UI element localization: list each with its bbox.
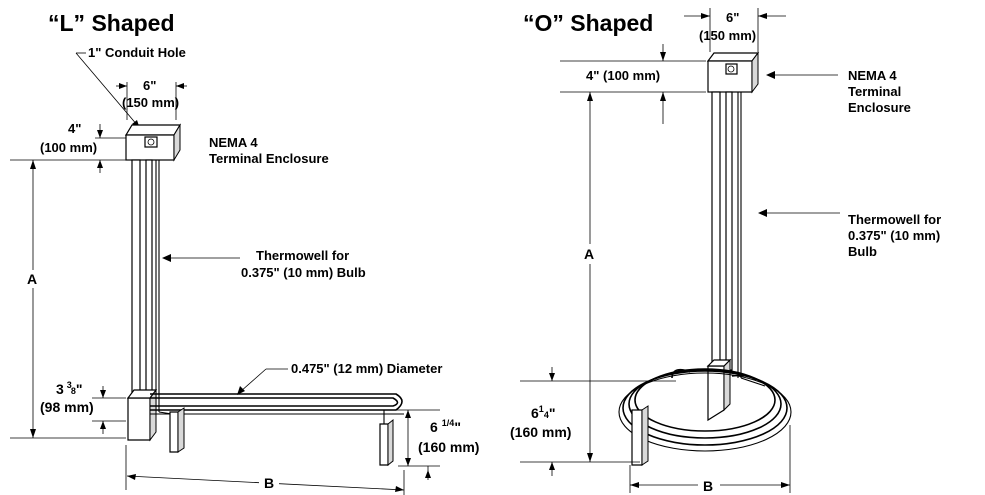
o-dim-a-arrow-top [587, 92, 593, 101]
l-dim-b-arrow-right [395, 486, 404, 492]
o-width-arrow-left [701, 13, 710, 19]
l-base-block [127, 397, 151, 441]
l-foot-front [169, 411, 179, 453]
o-coil-end-loop-right [731, 374, 757, 381]
l-thermowell-arrow [162, 254, 171, 262]
o-coil-arrow-top [549, 373, 555, 381]
o-foot-left-side [641, 405, 649, 466]
o-dim-b-label: B [703, 478, 713, 494]
l-dim-a-label: A [27, 271, 37, 287]
l-conduit-leader-diag [75, 52, 139, 127]
l-diameter-leader [239, 368, 267, 393]
l-base-arrow-top [100, 390, 106, 398]
o-dim-b-gap [698, 476, 720, 494]
o-enclosure-side [751, 51, 759, 94]
l-dim-b-label: B [264, 475, 274, 491]
o-shaped-figure: “O” Shaped 6" (150 mm) 4" (100 mm) NEMA … [510, 8, 941, 494]
o-thermowell-line1: Thermowell for [848, 212, 941, 227]
l-heater-tube-back [145, 159, 153, 393]
l-thermowell-line1: Thermowell for [256, 248, 349, 263]
l-conduit-hole-label: 1" Conduit Hole [88, 45, 186, 60]
o-dim-a-label: A [584, 246, 594, 262]
l-shaped-figure: “L” Shaped 1" Conduit Hole 6" (150 mm) 4… [10, 10, 479, 495]
l-conduit-hole [144, 136, 158, 148]
l-base-height-mm: (98 mm) [40, 399, 94, 415]
l-foot-front-side [177, 407, 185, 453]
o-foot-left [631, 409, 643, 466]
o-enclosure-line3: Enclosure [848, 100, 911, 115]
l-dim-a-gap [24, 270, 42, 288]
o-thermowell-arrow [758, 209, 767, 217]
l-enclosure-line2: Terminal Enclosure [209, 151, 329, 166]
o-thermowell-line3: Bulb [848, 244, 877, 259]
o-enclosure-top [706, 52, 760, 62]
l-dim-a-arrow-top [30, 160, 36, 169]
o-height-label: 4" (100 mm) [586, 68, 660, 83]
o-heater-tube-front [711, 91, 721, 371]
o-coil-height-mm: (160 mm) [510, 424, 571, 440]
o-dim-b-arrow-right [781, 482, 790, 488]
o-width-mm: (150 mm) [699, 28, 756, 43]
o-enclosure-arrow [766, 71, 775, 79]
o-enclosure-line2: Terminal [848, 84, 901, 99]
o-shaped-title: “O” Shaped [523, 10, 653, 36]
o-heater-tube-back [725, 91, 733, 371]
l-thermowell-line2: 0.375" (10 mm) Bulb [241, 265, 366, 280]
o-coil-ring-3 [622, 370, 788, 446]
o-width-arrow-right [758, 13, 767, 19]
l-foot-tick-arrow [425, 470, 431, 478]
o-coil-end-loop-left [671, 368, 691, 379]
o-coil-ring-1 [634, 368, 776, 432]
l-width-inches: 6" [143, 78, 156, 93]
o-conduit-hole [725, 63, 738, 75]
o-base-block-top [706, 359, 732, 367]
l-foot-arrow-bottom [405, 458, 411, 466]
l-height-inches: 4" [68, 121, 81, 136]
l-conduit-hole-ring [147, 138, 155, 146]
l-diameter-arrow [237, 386, 245, 395]
l-height-arrow-bottom [97, 160, 103, 168]
l-foot-rear [379, 423, 389, 466]
o-coil-arrow-bottom [549, 462, 555, 470]
o-conduit-hole-ring [727, 65, 735, 73]
l-foot-arrow-top [405, 410, 411, 418]
o-dim-a-arrow-bottom [587, 453, 593, 462]
o-base-block-side [723, 358, 731, 412]
o-height-arrow-top [660, 52, 666, 61]
o-height-arrow-bottom [660, 92, 666, 101]
l-width-mm: (150 mm) [122, 95, 179, 110]
l-dim-b-arrow-left [127, 474, 136, 480]
l-diameter-label: 0.475" (12 mm) Diameter [291, 361, 442, 376]
l-width-arrow-right [176, 83, 184, 89]
l-foot-rear-side [387, 418, 394, 467]
l-width-arrow-left [119, 83, 127, 89]
o-enclosure-line1: NEMA 4 [848, 68, 897, 83]
o-thermowell-line2: 0.375" (10 mm) [848, 228, 940, 243]
l-base-arrow-bottom [100, 421, 106, 429]
l-height-mm: (100 mm) [40, 140, 97, 155]
l-height-arrow-top [97, 130, 103, 138]
o-coil-ring-2 [628, 369, 782, 439]
o-coil-height: 614" [531, 404, 555, 421]
l-enclosure-line1: NEMA 4 [209, 135, 258, 150]
l-shaped-title: “L” Shaped [48, 10, 175, 36]
l-element-loop-lower [150, 397, 399, 407]
l-dim-a-arrow-bottom [30, 429, 36, 438]
o-dim-a-gap [580, 244, 600, 264]
o-width-inches: 6" [726, 10, 739, 25]
l-foot-height-mm: (160 mm) [418, 439, 479, 455]
o-thermowell-bend [740, 377, 766, 387]
l-enclosure-top [124, 124, 182, 136]
o-dim-b-arrow-left [630, 482, 639, 488]
l-dim-b-gap [259, 474, 279, 492]
l-heater-tube-front [131, 159, 141, 393]
o-coil-ring-4 [618, 372, 792, 452]
l-base-block-top [126, 389, 158, 399]
l-element-loop-upper [150, 393, 403, 411]
l-enclosure-side [173, 123, 181, 162]
